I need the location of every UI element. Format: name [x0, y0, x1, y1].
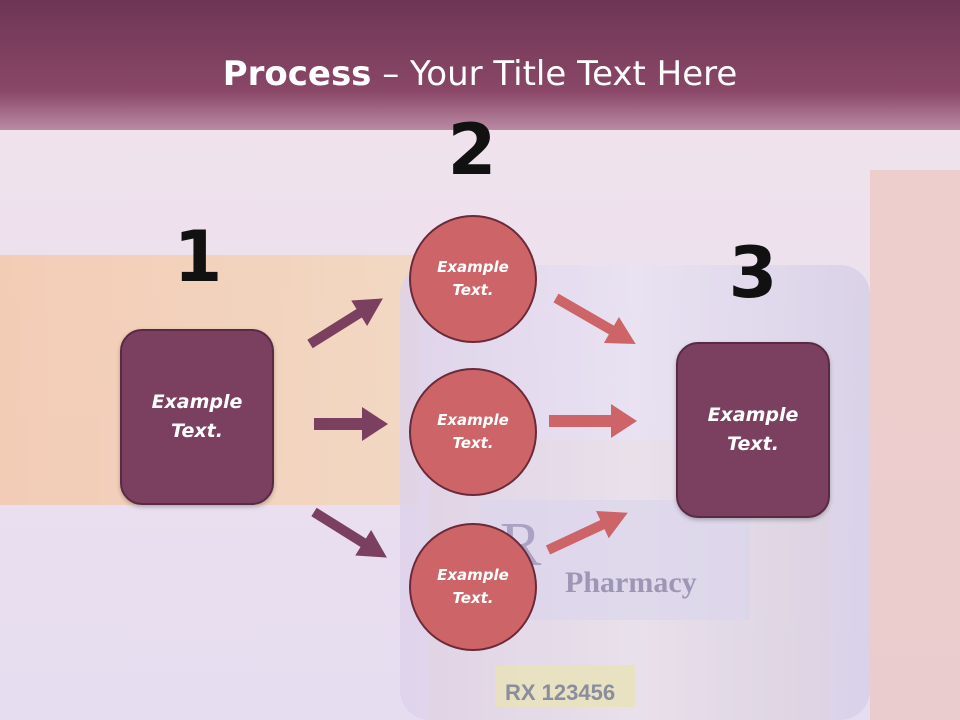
- left-process-box: Example Text.: [120, 329, 274, 505]
- right-process-box: Example Text.: [676, 342, 830, 518]
- slide-title: Process – Your Title Text Here: [0, 52, 960, 96]
- arrow-left-to-bottom: [311, 507, 387, 558]
- title-rest: – Your Title Text Here: [371, 54, 738, 94]
- circle-top-text: Example Text.: [437, 258, 509, 299]
- title-band: [0, 0, 960, 130]
- right-box-text: Example Text.: [707, 404, 799, 455]
- circle-bottom-text: Example Text.: [437, 566, 509, 607]
- arrow-middle-to-right: [549, 404, 637, 438]
- circle-middle-text: Example Text.: [437, 411, 509, 452]
- title-bold: Process: [222, 54, 372, 94]
- process-circle-top: Example Text.: [409, 215, 537, 343]
- step-number-2: 2: [447, 109, 497, 191]
- left-box-text: Example Text.: [151, 391, 243, 442]
- background-rx-code: RX 123456: [505, 680, 615, 705]
- arrow-bottom-to-right: [545, 511, 628, 555]
- process-circle-middle: Example Text.: [409, 368, 537, 496]
- background-pharmacy-text: Pharmacy: [565, 566, 697, 599]
- step-number-1: 1: [173, 216, 223, 298]
- arrow-top-to-right: [553, 293, 636, 344]
- step-number-3: 3: [728, 232, 778, 314]
- process-circle-bottom: Example Text.: [409, 523, 537, 651]
- arrow-left-to-middle: [314, 407, 388, 441]
- arrow-left-to-top: [307, 298, 383, 349]
